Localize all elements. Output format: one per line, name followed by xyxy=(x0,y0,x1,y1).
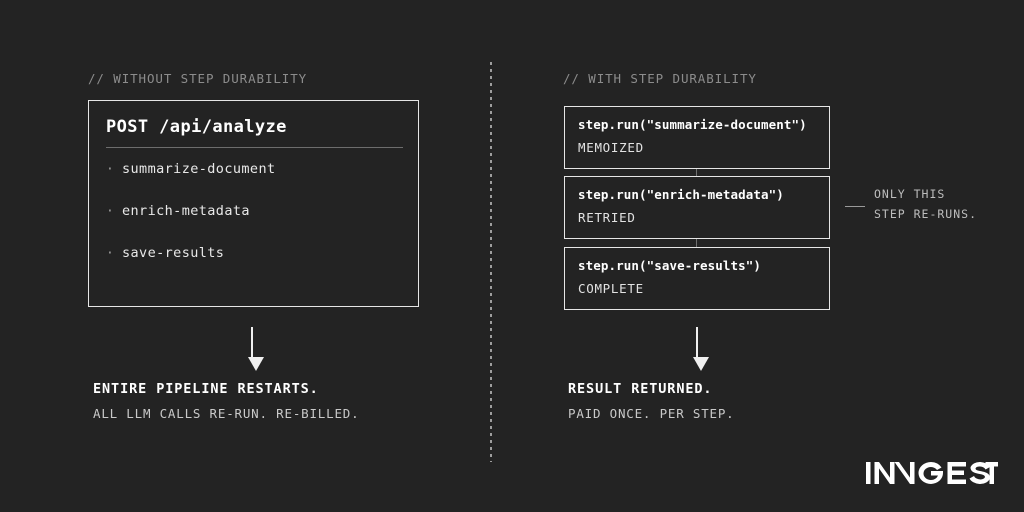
callout-line-2: STEP RE-RUNS. xyxy=(874,207,978,221)
endpoint-step-list: · summarize-document · enrich-metadata ·… xyxy=(106,161,406,287)
bullet-icon: · xyxy=(106,162,115,177)
left-panel-label: // WITHOUT STEP DURABILITY xyxy=(88,71,308,86)
endpoint-divider xyxy=(106,147,403,149)
right-panel-label: // WITH STEP DURABILITY xyxy=(563,71,757,86)
right-outcome-primary: RESULT RETURNED. xyxy=(568,381,713,397)
arrow-stem xyxy=(696,327,698,359)
step-connector xyxy=(696,169,698,176)
list-item: · save-results xyxy=(106,245,406,287)
step-connector xyxy=(696,239,698,247)
inngest-logo xyxy=(866,458,998,488)
bullet-icon: · xyxy=(106,246,115,261)
list-item: · enrich-metadata xyxy=(106,203,406,245)
list-item-label: save-results xyxy=(122,245,225,261)
right-outcome: RESULT RETURNED. PAID ONCE. PER STEP. xyxy=(568,381,735,421)
callout-line-1: ONLY THIS xyxy=(874,187,946,201)
step-card-save-results: step.run("save-results") COMPLETE xyxy=(564,247,830,310)
step-card-call: step.run("summarize-document") xyxy=(578,117,807,132)
left-outcome-primary: ENTIRE PIPELINE RESTARTS. xyxy=(93,381,319,397)
step-card-summarize-document: step.run("summarize-document") MEMOIZED xyxy=(564,106,830,169)
endpoint-card: POST /api/analyze · summarize-document ·… xyxy=(88,100,419,307)
list-item: · summarize-document xyxy=(106,161,406,203)
endpoint-title: POST /api/analyze xyxy=(106,117,287,137)
bullet-icon: · xyxy=(106,204,115,219)
arrow-stem xyxy=(251,327,253,359)
callout-leader-line xyxy=(845,206,865,208)
list-item-label: enrich-metadata xyxy=(122,203,250,219)
status-badge: MEMOIZED xyxy=(578,140,644,155)
step-card-enrich-metadata: step.run("enrich-metadata") RETRIED xyxy=(564,176,830,239)
inngest-wordmark-icon xyxy=(866,461,998,485)
left-outcome: ENTIRE PIPELINE RESTARTS. ALL LLM CALLS … xyxy=(93,381,359,421)
status-badge: COMPLETE xyxy=(578,281,644,296)
arrow-head xyxy=(248,357,264,371)
list-item-label: summarize-document xyxy=(122,161,276,177)
panel-divider xyxy=(490,62,492,462)
step-card-call: step.run("save-results") xyxy=(578,258,762,273)
status-badge: RETRIED xyxy=(578,210,636,225)
arrow-head xyxy=(693,357,709,371)
left-outcome-secondary: ALL LLM CALLS RE-RUN. RE-BILLED. xyxy=(93,406,360,421)
right-outcome-secondary: PAID ONCE. PER STEP. xyxy=(568,406,735,421)
step-card-call: step.run("enrich-metadata") xyxy=(578,187,784,202)
